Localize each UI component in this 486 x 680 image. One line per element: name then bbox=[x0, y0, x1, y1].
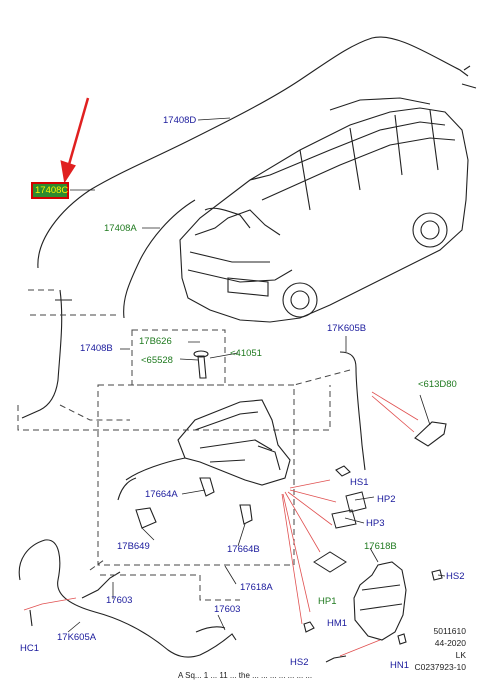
label-17664A: 17664A bbox=[145, 489, 178, 500]
part-HP2 bbox=[345, 491, 367, 513]
hose-17408B bbox=[21, 289, 63, 419]
label-HP1: HP1 bbox=[318, 596, 337, 607]
label-17603-right: 17603 bbox=[214, 604, 241, 615]
label-HM1: HM1 bbox=[327, 618, 348, 629]
hose-17K605B bbox=[339, 351, 366, 471]
reference-line-1: 5011610 bbox=[433, 626, 466, 636]
reference-line-4: C0237923-10 bbox=[414, 662, 466, 672]
part-HP1 bbox=[313, 551, 347, 573]
label-17664B: 17664B bbox=[227, 544, 260, 555]
label-17618B: 17618B bbox=[364, 541, 397, 552]
label-17603-left: 17603 bbox=[106, 595, 133, 606]
label-17B649: 17B649 bbox=[117, 541, 150, 552]
hose-17408A bbox=[123, 199, 196, 319]
label-17408C: 17408C bbox=[35, 185, 69, 196]
highlighted-part-17408C[interactable]: 17408C bbox=[31, 182, 69, 199]
label-613D80: <613D80 bbox=[418, 379, 457, 390]
part-HP3 bbox=[331, 509, 357, 529]
hose-17K605A bbox=[18, 539, 237, 658]
label-HS2-upper: HS2 bbox=[446, 571, 465, 582]
vehicle-outline bbox=[179, 107, 469, 323]
label-17B626: 17B626 bbox=[139, 336, 172, 347]
label-41051: <41051 bbox=[230, 348, 262, 359]
label-17K605A: 17K605A bbox=[57, 632, 97, 643]
reference-line-2: 44-2020 bbox=[434, 638, 466, 648]
label-HP3: HP3 bbox=[366, 518, 385, 529]
rear-reservoir bbox=[353, 561, 407, 641]
footer-partial-text: A Sq... 1 ... 11 ... the ... ... ... ...… bbox=[178, 672, 313, 680]
label-HS2-lower: HS2 bbox=[290, 657, 309, 668]
label-17618A: 17618A bbox=[240, 582, 273, 593]
callout-arrow bbox=[60, 97, 90, 184]
group-box-nozzle bbox=[131, 329, 226, 386]
hose-17408D bbox=[37, 36, 477, 269]
label-17408B: 17408B bbox=[80, 343, 113, 354]
label-HP2: HP2 bbox=[377, 494, 396, 505]
label-HS1: HS1 bbox=[350, 477, 369, 488]
label-HC1: HC1 bbox=[20, 643, 40, 654]
label-HN1: HN1 bbox=[390, 660, 410, 671]
group-box-reservoir bbox=[97, 384, 295, 566]
reservoir bbox=[177, 399, 291, 486]
reference-line-3: LK bbox=[455, 650, 466, 660]
label-65528: <65528 bbox=[141, 355, 173, 366]
label-17408A: 17408A bbox=[104, 223, 137, 234]
label-17K605B: 17K605B bbox=[327, 323, 367, 334]
label-17408D: 17408D bbox=[163, 115, 197, 126]
